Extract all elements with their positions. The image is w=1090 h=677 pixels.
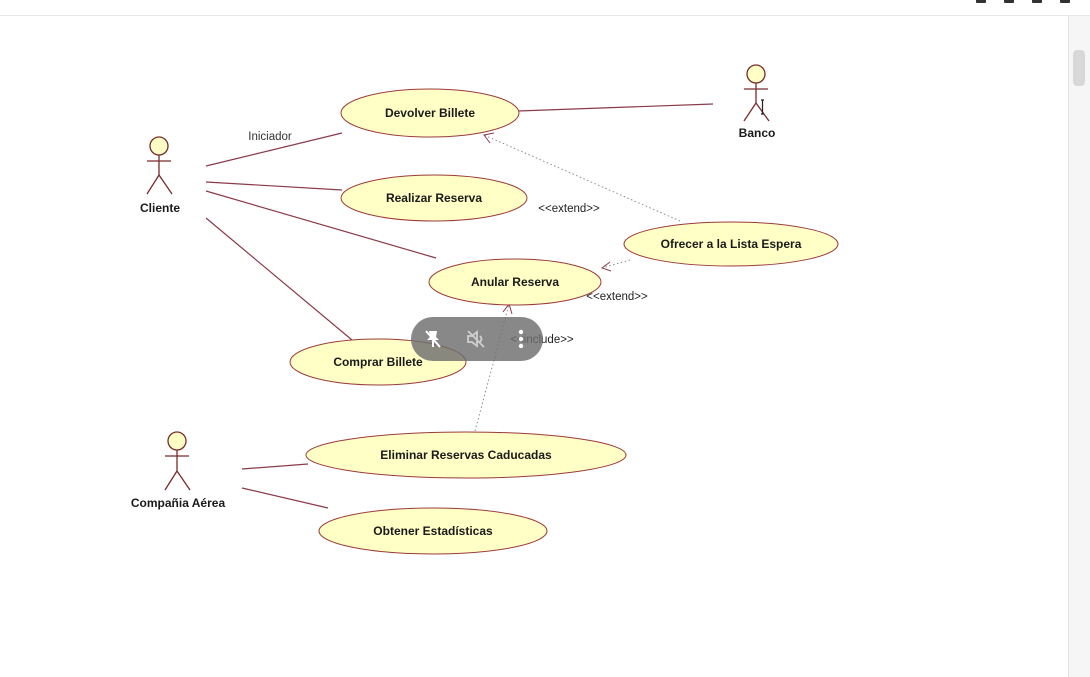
actor-cliente-leg-left: [146, 174, 160, 195]
stereotype-extend-2: <<extend>>: [586, 291, 648, 303]
usecase-realizar-reserva[interactable]: [340, 174, 528, 222]
arrowhead-extend-devolver: [483, 132, 495, 144]
usecase-obtener-estadisticas-label: Obtener Estadísticas: [373, 524, 493, 538]
assoc-compania-eliminar: [241, 463, 309, 470]
actor-cliente-leg-right: [158, 174, 173, 195]
assoc-cliente-anular: [205, 190, 437, 259]
actor-banco-label: Banco: [739, 126, 776, 140]
actor-compania-leg-right: [176, 470, 191, 491]
actor-cliente-label: Cliente: [140, 201, 180, 215]
toolbar-icon-c[interactable]: [1032, 0, 1042, 3]
usecase-ofrecer-lista-espera[interactable]: [623, 221, 839, 267]
usecase-comprar-billete-label: Comprar Billete: [333, 355, 423, 369]
actor-compania-head: [167, 431, 187, 451]
top-toolbar: [0, 0, 1090, 16]
role-iniciador-label: Iniciador: [248, 131, 292, 143]
usecase-devolver-billete-label: Devolver Billete: [385, 106, 475, 120]
actor-banco-leg-left: [743, 102, 757, 122]
scrollbar-thumb[interactable]: [1073, 50, 1085, 86]
actor-banco[interactable]: [743, 64, 770, 122]
usecase-ofrecer-lista-espera-label: Ofrecer a la Lista Espera: [661, 237, 802, 251]
usecase-anular-reserva[interactable]: [428, 258, 602, 306]
arrowhead-extend-anular: [600, 261, 612, 272]
usecase-devolver-billete[interactable]: [340, 88, 520, 138]
assoc-cliente-comprar: [205, 217, 353, 341]
actor-cliente[interactable]: [146, 136, 173, 195]
usecase-eliminar-reservas-caducadas[interactable]: [305, 431, 627, 479]
toolbar-icon-a[interactable]: [976, 0, 986, 3]
pin-off-icon[interactable]: [421, 327, 445, 351]
stereotype-extend-1: <<extend>>: [538, 203, 600, 215]
toolbar-icons: [976, 0, 1070, 6]
volume-mute-icon[interactable]: [464, 327, 488, 351]
assoc-compania-estadisticas: [241, 487, 329, 509]
actor-cliente-head: [149, 136, 169, 156]
assoc-devolver-banco: [517, 103, 714, 112]
text-cursor-icon: [761, 99, 764, 115]
vertical-scrollbar[interactable]: [1068, 16, 1090, 677]
actor-compania-leg-left: [164, 470, 178, 491]
use-case-diagram: Devolver Billete Realizar Reserva Anular…: [131, 64, 839, 555]
usecase-obtener-estadisticas[interactable]: [318, 507, 548, 555]
usecase-eliminar-reservas-caducadas-label: Eliminar Reservas Caducadas: [380, 448, 552, 462]
toolbar-icon-d[interactable]: [1060, 0, 1070, 3]
usecase-anular-reserva-label: Anular Reserva: [471, 275, 559, 289]
more-vertical-icon[interactable]: [509, 327, 533, 351]
usecase-realizar-reserva-label: Realizar Reserva: [386, 191, 482, 205]
actor-compania-label: Compañia Aérea: [131, 496, 226, 510]
dep-extend-anular: [601, 259, 631, 269]
actor-compania-aerea[interactable]: [164, 431, 191, 491]
assoc-cliente-devolver: [205, 132, 343, 167]
arrowhead-include: [502, 302, 513, 315]
toolbar-icon-b[interactable]: [1004, 0, 1014, 3]
actor-banco-head: [746, 64, 766, 84]
assoc-cliente-realizar: [205, 181, 343, 191]
video-overlay-controls: [411, 317, 543, 361]
